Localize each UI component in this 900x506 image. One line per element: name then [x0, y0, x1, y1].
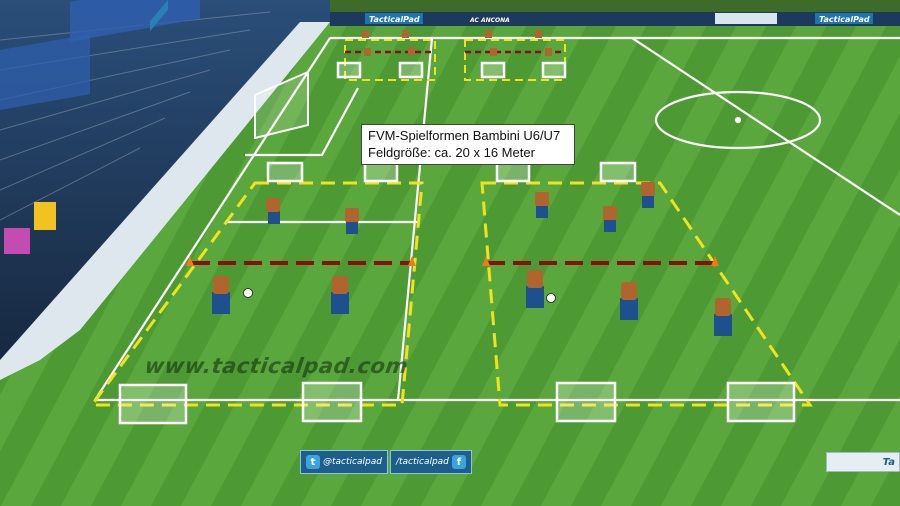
scoreboard-label: AC ANCONA — [469, 17, 510, 24]
goal — [495, 161, 531, 183]
f-icon: f — [451, 455, 466, 469]
caption-field-size: Feldgröße: ca. 20 x 16 Meter — [368, 145, 535, 160]
stand-blue-block — [0, 34, 90, 110]
stand-blue-block — [70, 0, 200, 42]
facebook-link[interactable]: /tacticalpad f — [389, 450, 472, 474]
player[interactable] — [345, 208, 359, 234]
rainbow-flag — [4, 228, 30, 254]
goal — [301, 381, 363, 423]
twitter-handle: @tacticalpad — [323, 457, 382, 467]
board-text: TacticalPad — [819, 15, 870, 24]
drill-caption: FVM-Spielformen Bambini U6/U7 Feldgröße:… — [361, 124, 575, 165]
player[interactable] — [603, 206, 617, 232]
flag — [34, 202, 56, 230]
player[interactable] — [266, 198, 280, 224]
goal — [480, 61, 506, 79]
ad-board-logos — [150, 0, 168, 32]
player[interactable] — [535, 192, 549, 218]
player[interactable] — [212, 276, 230, 314]
social-links: t @tacticalpad /tacticalpad f — [300, 450, 472, 474]
twitter-link[interactable]: t @tacticalpad — [300, 450, 388, 474]
player[interactable] — [714, 298, 732, 336]
far-players — [362, 30, 552, 56]
far-training-area-right — [464, 39, 566, 81]
top-board-logos — [365, 13, 873, 24]
goal — [266, 161, 304, 183]
board-text: TacticalPad — [369, 15, 420, 24]
ad-boards-left — [0, 22, 330, 380]
corner-badge-text: Ta — [882, 456, 895, 468]
cones — [186, 256, 719, 266]
goal — [555, 381, 617, 423]
goal — [398, 61, 424, 79]
goal — [726, 381, 796, 423]
balls — [243, 288, 556, 303]
player[interactable] — [526, 270, 544, 308]
pitch-markings — [94, 36, 900, 402]
goal — [599, 161, 637, 183]
bird-icon: t — [306, 455, 320, 469]
ball — [243, 288, 253, 298]
watermark: www.tacticalpad.com — [143, 354, 410, 378]
player[interactable] — [620, 282, 638, 320]
caption-title: FVM-Spielformen Bambini U6/U7 — [368, 128, 561, 143]
goal — [118, 383, 188, 425]
player[interactable] — [641, 182, 655, 208]
ball — [546, 293, 556, 303]
small-goals — [118, 61, 796, 425]
corner-logo-badge: Ta — [826, 452, 900, 472]
main-goal — [254, 70, 309, 140]
goal — [541, 61, 567, 79]
zone-right — [480, 181, 813, 407]
zone-left — [89, 181, 424, 407]
goal — [336, 61, 362, 79]
facebook-handle: /tacticalpad — [395, 457, 449, 467]
far-training-area-left — [344, 39, 436, 81]
goal — [363, 161, 399, 183]
player[interactable] — [331, 276, 349, 314]
